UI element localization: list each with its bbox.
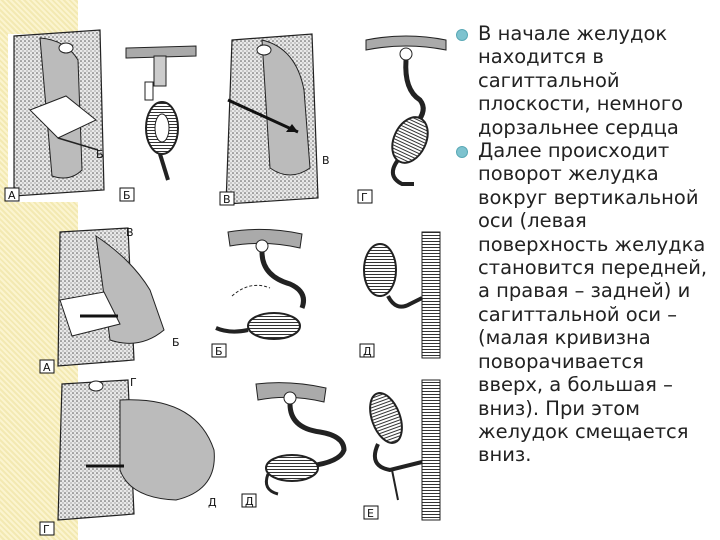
panel-mid-b [215, 228, 306, 340]
panel-label: А [43, 361, 51, 374]
bullet-item: В начале желудок находится в сагиттально… [452, 22, 714, 139]
panel-top-a [8, 29, 108, 202]
panel-mid-a [57, 227, 165, 367]
bullet-item: Далее происходит поворот желудка вокруг … [452, 139, 714, 467]
panel-label: Д [363, 345, 372, 358]
panel-top-g [365, 35, 447, 186]
panel-label: Г [361, 191, 368, 204]
bullet-list: В начале желудок находится в сагиттально… [452, 22, 714, 467]
bullet-text: Далее происходит поворот желудка вокруг … [478, 139, 708, 467]
panel-top-b [125, 45, 197, 181]
panel-label: А [8, 189, 16, 202]
panel-bot-g [57, 379, 215, 521]
arrow-label: В [322, 154, 330, 167]
panel-bot-e [369, 379, 441, 521]
panel-bot-d [255, 382, 347, 496]
panel-top-v [225, 33, 319, 205]
panel-label: Б [123, 189, 131, 202]
bullet-icon [456, 29, 468, 41]
panel-mid-d [363, 231, 441, 359]
panel-label: Б [215, 345, 223, 358]
bullet-text: В начале желудок находится в сагиттально… [478, 22, 684, 139]
panel-label: Е [367, 507, 374, 520]
panel-label: Г [43, 523, 50, 536]
arrow-label: В [126, 226, 134, 239]
panel-label: В [223, 193, 231, 206]
arrow-label: Б [172, 336, 180, 349]
arrow-label: Д [208, 496, 217, 509]
embryology-figure: А Б В Г А Б Б Д Г Д Е Б В В Г Д [4, 29, 447, 536]
arrow-label: Б [96, 148, 104, 161]
bullet-icon [456, 146, 468, 159]
text-panel: В начале желудок находится в сагиттально… [452, 22, 714, 467]
panel-label: Д [245, 495, 254, 508]
arrow-label: Г [130, 376, 137, 389]
